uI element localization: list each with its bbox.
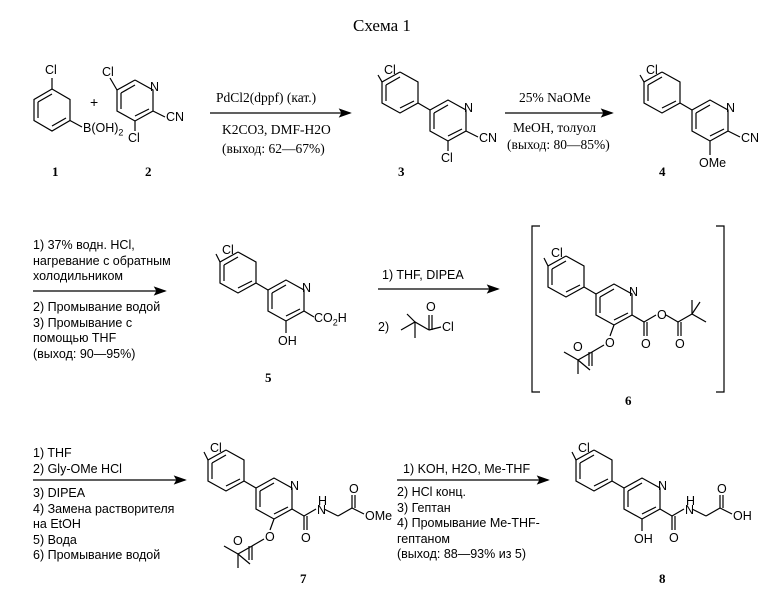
compound-8-o1: O <box>669 531 679 545</box>
compound-8-n: N <box>658 479 667 493</box>
compound-8-number: 8 <box>659 571 666 587</box>
compound-8-o2: O <box>717 482 727 496</box>
compound-8-oh-ring: OH <box>634 532 653 546</box>
compound-8-oh-acid: OH <box>733 509 752 523</box>
compound-8-cl-top: Cl <box>578 441 590 455</box>
compound-8-nh-n: N <box>685 503 694 517</box>
